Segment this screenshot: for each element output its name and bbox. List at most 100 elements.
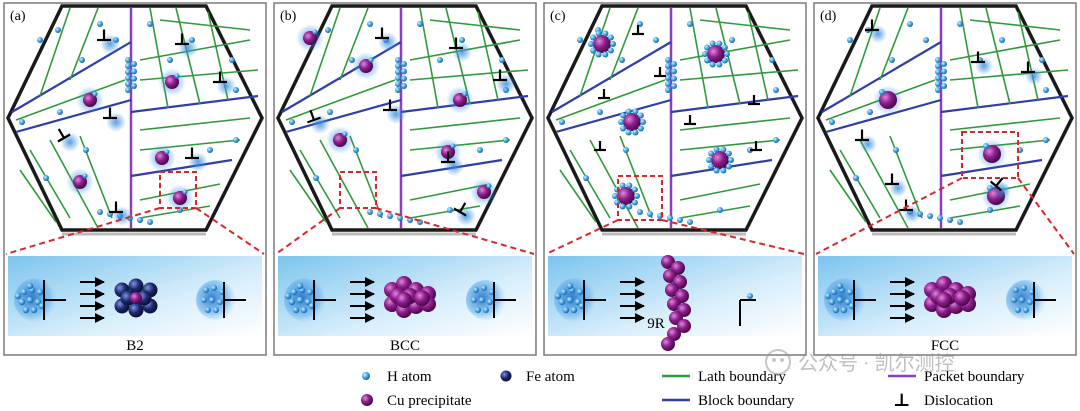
h-atom bbox=[987, 185, 993, 191]
watermark-text: 公众号 · 凯尔测控 bbox=[798, 352, 955, 375]
panel-label: (b) bbox=[280, 9, 297, 24]
h-atom bbox=[290, 288, 298, 296]
transition-arrows bbox=[620, 277, 645, 323]
phase-caption: B2 bbox=[126, 338, 144, 354]
lath-boundary-line bbox=[829, 169, 867, 223]
lath-boundary-line bbox=[309, 7, 341, 97]
h-atom bbox=[479, 297, 485, 303]
h-atom bbox=[941, 83, 947, 89]
h-atom bbox=[935, 75, 941, 81]
cu-atom bbox=[396, 276, 412, 292]
h-atom bbox=[677, 217, 683, 223]
h-atom bbox=[397, 215, 403, 221]
h-atom bbox=[289, 119, 295, 125]
cu-precipitate bbox=[83, 93, 97, 107]
lath-boundary-line bbox=[589, 139, 639, 229]
dislocation-mark bbox=[453, 202, 467, 217]
lath-boundary-line bbox=[29, 149, 71, 219]
zoom-line bbox=[1017, 177, 1075, 255]
h-atom bbox=[570, 306, 578, 314]
h-atom bbox=[450, 143, 456, 149]
h-atom bbox=[233, 137, 239, 143]
h-atom bbox=[125, 75, 131, 81]
h-atom bbox=[618, 119, 624, 125]
precipitate-structure bbox=[661, 255, 691, 351]
cu-cluster-with-h bbox=[702, 40, 730, 68]
lath-boundary-line bbox=[959, 7, 979, 109]
h-atom bbox=[708, 163, 715, 170]
zoom-line bbox=[275, 207, 341, 255]
h-atom bbox=[725, 163, 732, 170]
block-boundary-line bbox=[555, 98, 672, 134]
lath-boundary-line bbox=[679, 139, 781, 151]
lath-boundary-line bbox=[609, 7, 639, 81]
h-atom bbox=[713, 167, 720, 174]
h-atom bbox=[728, 157, 734, 163]
h-atom bbox=[637, 209, 643, 215]
h-atom bbox=[486, 183, 492, 189]
h-atom bbox=[131, 61, 137, 67]
h-atom bbox=[211, 285, 217, 291]
h-atom bbox=[1039, 57, 1045, 63]
h-atom bbox=[34, 298, 42, 306]
cu-atom bbox=[954, 290, 970, 306]
h-atom bbox=[935, 87, 941, 93]
h-atom bbox=[840, 306, 848, 314]
h-atom bbox=[620, 112, 627, 119]
h-atom bbox=[131, 75, 137, 82]
lath-boundary-line bbox=[139, 117, 251, 131]
block-boundary-line bbox=[670, 94, 799, 114]
cu-precipitate-icon bbox=[361, 394, 373, 406]
zoom-line bbox=[5, 207, 161, 255]
h-atom bbox=[288, 298, 296, 306]
dislocation-mark bbox=[654, 67, 666, 78]
h-atom bbox=[773, 137, 779, 143]
h-atom bbox=[935, 57, 941, 63]
h-atom bbox=[447, 207, 453, 213]
legend-cu-precipitate: Cu precipitate bbox=[387, 393, 472, 409]
h-atom bbox=[147, 219, 153, 225]
h-atom bbox=[475, 307, 481, 313]
cu-precipitate bbox=[155, 151, 169, 165]
cu-precipitate bbox=[165, 75, 179, 89]
hydrogen-at-dislocation-after bbox=[739, 293, 756, 326]
h-atom bbox=[577, 37, 583, 43]
zoom-selection-box bbox=[159, 171, 197, 209]
h-atom bbox=[632, 108, 639, 115]
h-atom bbox=[832, 306, 840, 314]
h-atom bbox=[14, 292, 22, 300]
h-atom bbox=[671, 68, 677, 75]
block-boundary-line bbox=[130, 94, 259, 114]
h-atom bbox=[637, 125, 644, 132]
lath-boundary-line bbox=[1017, 11, 1039, 101]
h-atom bbox=[665, 63, 671, 69]
lath-boundary-line bbox=[69, 7, 99, 81]
h-atom bbox=[708, 150, 715, 157]
dislocation-mark bbox=[865, 19, 879, 32]
h-atom bbox=[935, 63, 941, 69]
panel-b: (b)BCC bbox=[273, 2, 537, 356]
h-atom bbox=[632, 129, 639, 136]
h-atom bbox=[626, 203, 633, 210]
h-atom bbox=[704, 44, 711, 51]
h-atom bbox=[304, 298, 312, 306]
lath-boundary-line bbox=[879, 7, 909, 81]
lath-boundary-line bbox=[299, 149, 341, 219]
h-atom bbox=[747, 293, 753, 299]
h-atom bbox=[999, 37, 1005, 43]
grain-interior bbox=[821, 7, 1069, 229]
dislocation-mark bbox=[1021, 61, 1035, 74]
h-atom bbox=[207, 147, 213, 153]
cu-atom bbox=[936, 292, 952, 308]
h-atom bbox=[716, 61, 723, 68]
h-atom bbox=[473, 287, 479, 293]
h-atom bbox=[907, 21, 913, 27]
dislocation-mark bbox=[971, 51, 985, 64]
h-atom bbox=[367, 209, 373, 215]
cu-precipitate bbox=[617, 187, 635, 205]
h-atom bbox=[941, 75, 947, 82]
h-atom bbox=[590, 47, 597, 54]
cu-atom bbox=[661, 337, 675, 351]
lath-boundary-line bbox=[699, 19, 791, 31]
h-atom bbox=[395, 69, 401, 75]
